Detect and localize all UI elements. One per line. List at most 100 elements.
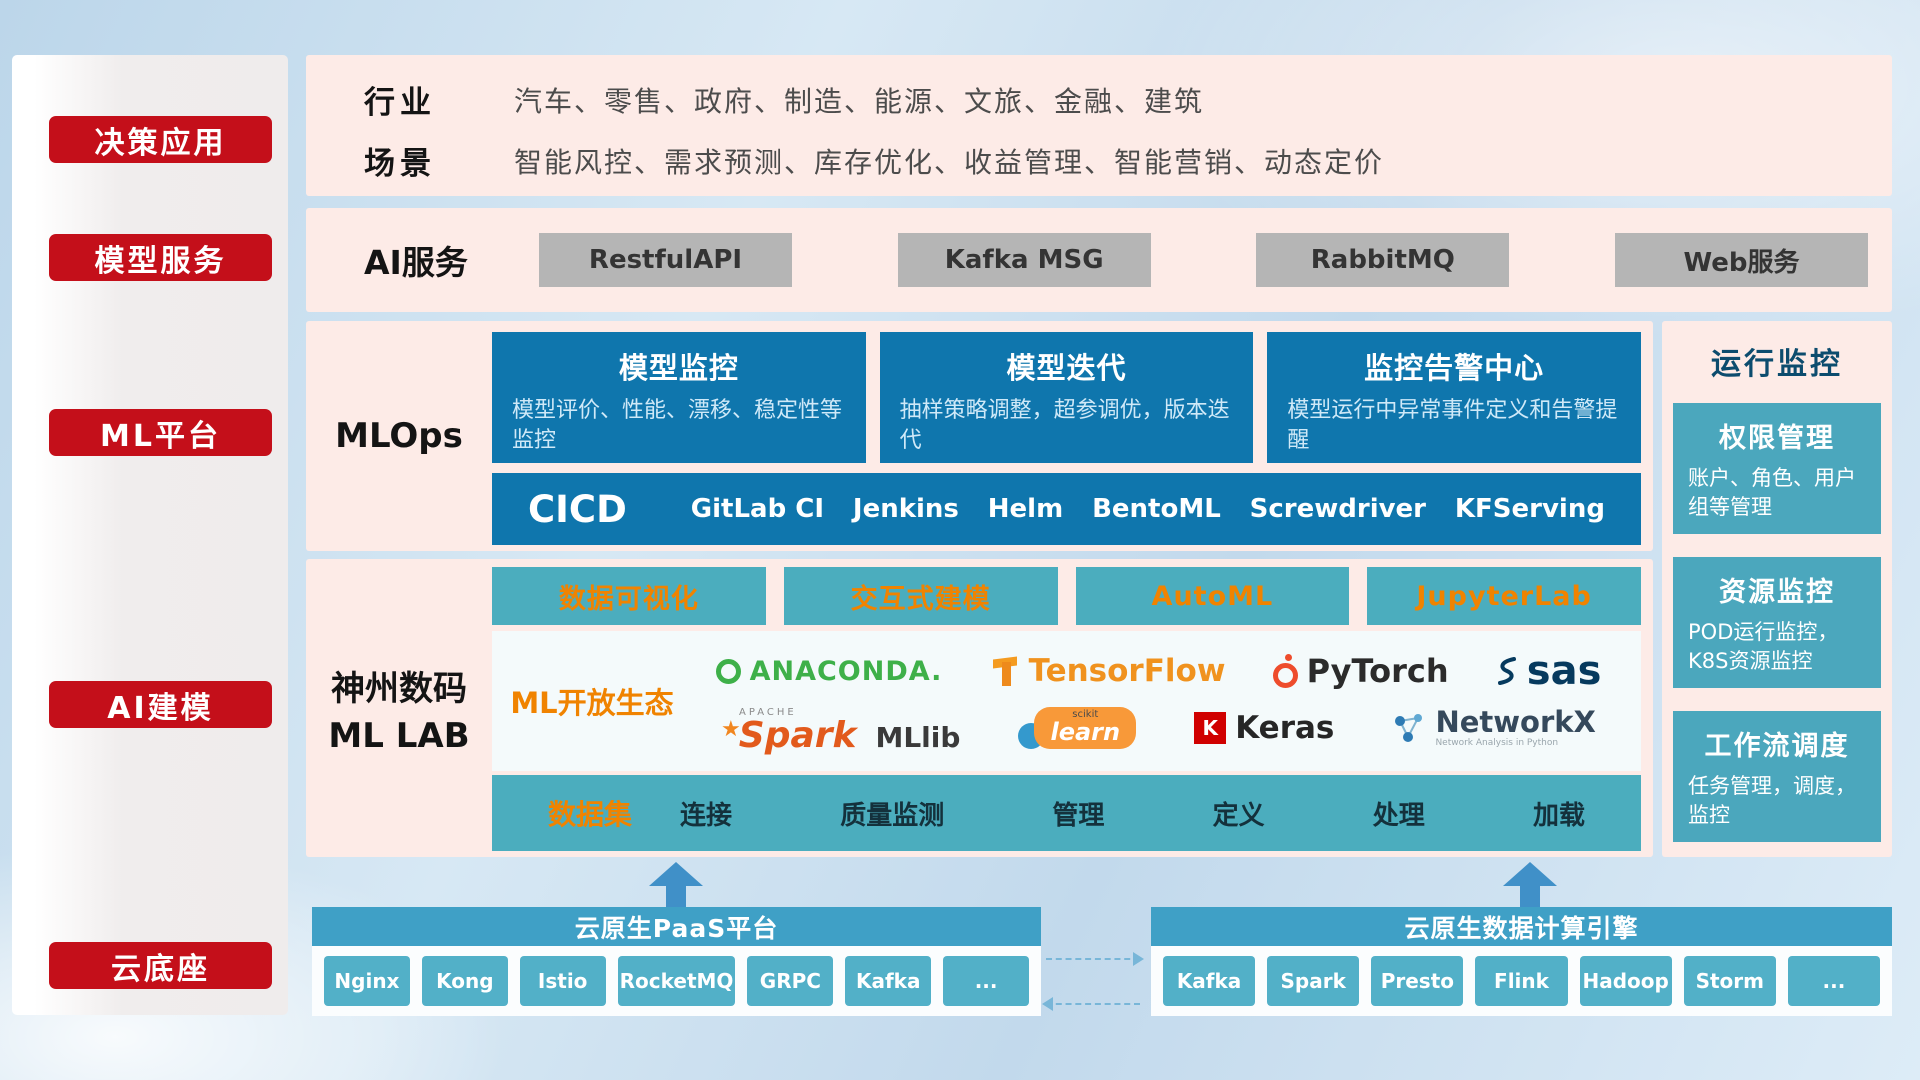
istio-chip[interactable]: Istio (519, 956, 606, 1006)
anaconda-logo: ANACONDA. (715, 655, 943, 687)
rabbitmq-button[interactable]: RabbitMQ (1256, 233, 1510, 287)
up-arrow-engine (1503, 862, 1557, 907)
sas-icon (1497, 657, 1516, 685)
sidebar-item-model-service[interactable]: 模型服务 (49, 234, 272, 281)
workflow-scheduling-card: 工作流调度 任务管理，调度，监控 (1673, 711, 1881, 842)
ml-ecosystem-label: ML开放生态 (510, 686, 674, 720)
scikit-learn-badge: scikit learn (1034, 707, 1137, 749)
cicd-item-helm: Helm (987, 494, 1064, 524)
keras-icon: K (1194, 712, 1227, 744)
resource-monitoring-title: 资源监控 (1719, 577, 1835, 608)
dataset-item-quality: 质量监测 (840, 800, 945, 831)
model-monitoring-desc: 模型评价、性能、漂移、稳定性等监控 (512, 398, 843, 453)
dataset-item-define: 定义 (1212, 800, 1265, 831)
jupyterlab-button[interactable]: JupyterLab (1367, 567, 1641, 625)
dashed-arrow-left (1042, 997, 1140, 1011)
sidebar-item-decision-app[interactable]: 决策应用 (49, 116, 272, 163)
industry-label: 行业 (364, 85, 436, 121)
permission-management-desc: 账户、角色、用户组等管理 (1688, 466, 1856, 520)
runtime-monitoring-title: 运行监控 (1711, 347, 1843, 382)
model-iteration-title: 模型迭代 (1006, 351, 1127, 385)
arrow-head (649, 862, 703, 886)
keras-wordmark: Keras (1235, 710, 1335, 746)
up-arrow-paas (649, 862, 703, 907)
mlops-panel: MLOps 模型监控 模型评价、性能、漂移、稳定性等监控 模型迭代 抽样策略调整… (306, 321, 1653, 551)
ecosystem-row-1: ANACONDA. TensorFlow PyTorch sa (692, 648, 1625, 694)
sidebar-item-ai-modeling[interactable]: AI建模 (49, 681, 272, 728)
paas-platform-items: Nginx Kong Istio RocketMQ GRPC Kafka ... (312, 946, 1041, 1016)
cicd-label: CICD (528, 487, 627, 531)
mllab-label-line1: 神州数码 (331, 668, 467, 709)
networkx-subtitle: Network Analysis in Python (1435, 738, 1559, 748)
pytorch-wordmark: PyTorch (1306, 652, 1449, 690)
monitoring-cards: 权限管理 账户、角色、用户组等管理 资源监控 POD运行监控，K8S资源监控 工… (1662, 403, 1892, 842)
alert-center-desc: 模型运行中异常事件定义和告警提醒 (1287, 398, 1618, 453)
permission-management-card: 权限管理 账户、角色、用户组等管理 (1673, 403, 1881, 534)
mlops-cards: 模型监控 模型评价、性能、漂移、稳定性等监控 模型迭代 抽样策略调整，超参调优，… (492, 332, 1642, 463)
mlops-label-text: MLOps (335, 416, 463, 456)
cicd-item-screwdriver: Screwdriver (1249, 494, 1427, 524)
dataset-item-manage: 管理 (1052, 800, 1105, 831)
arrow-head (1503, 862, 1557, 886)
flink-chip[interactable]: Flink (1475, 956, 1568, 1006)
dataset-item-process: 处理 (1372, 800, 1425, 831)
rocketmq-chip[interactable]: RocketMQ (617, 956, 736, 1006)
alert-center-card: 监控告警中心 模型运行中异常事件定义和告警提醒 (1267, 332, 1642, 463)
spark-star-icon: ★ (721, 717, 741, 742)
model-iteration-card: 模型迭代 抽样策略调整，超参调优，版本迭代 (879, 332, 1254, 463)
industry-row: 行业 汽车、零售、政府、制造、能源、文旅、金融、建筑 (364, 77, 1872, 122)
more-engine-chip[interactable]: ... (1787, 956, 1880, 1006)
cicd-bar: CICD GitLab CI Jenkins Helm BentoML Scre… (492, 473, 1641, 545)
presto-chip[interactable]: Presto (1371, 956, 1464, 1006)
grpc-chip[interactable]: GRPC (747, 956, 834, 1006)
anaconda-wordmark: ANACONDA. (749, 655, 943, 687)
pytorch-icon (1272, 653, 1298, 688)
data-engine-title: 云原生数据计算引擎 (1151, 907, 1892, 946)
web-service-button[interactable]: Web服务 (1614, 233, 1868, 287)
dataset-label: 数据集 (548, 798, 633, 831)
spark-wordmark: Spark (738, 715, 857, 756)
spark-mllib-logo: APACHE ★ Spark MLlib (721, 702, 960, 756)
kafka-engine-chip[interactable]: Kafka (1163, 956, 1256, 1006)
kafka-chip[interactable]: Kafka (845, 956, 932, 1006)
interactive-modeling-button[interactable]: 交互式建模 (783, 567, 1058, 625)
kong-chip[interactable]: Kong (421, 956, 508, 1006)
alert-center-title: 监控告警中心 (1364, 351, 1545, 385)
ml-ecosystem-logos: ANACONDA. TensorFlow PyTorch sa (692, 648, 1641, 754)
keras-logo: K Keras (1194, 710, 1334, 746)
sas-wordmark: sas (1526, 648, 1602, 694)
permission-management-title: 权限管理 (1719, 423, 1835, 454)
pytorch-logo: PyTorch (1272, 652, 1449, 690)
spark-apache-text: APACHE (739, 707, 797, 718)
automl-button[interactable]: AutoML (1075, 567, 1350, 625)
ai-service-label: AI服务 (364, 243, 468, 282)
dataset-item-load: 加载 (1532, 800, 1585, 831)
sidebar-item-cloud-base[interactable]: 云底座 (49, 942, 272, 989)
model-monitoring-card: 模型监控 模型评价、性能、漂移、稳定性等监控 (492, 332, 866, 463)
arrow-stem (666, 886, 686, 907)
runtime-monitoring-panel: 运行监控 权限管理 账户、角色、用户组等管理 资源监控 POD运行监控，K8S资… (1662, 321, 1892, 857)
nginx-chip[interactable]: Nginx (324, 956, 410, 1006)
kafka-msg-button[interactable]: Kafka MSG (897, 233, 1151, 287)
dashed-arrow-right (1046, 952, 1144, 966)
more-chip[interactable]: ... (943, 956, 1030, 1006)
storm-chip[interactable]: Storm (1683, 956, 1776, 1006)
hadoop-chip[interactable]: Hadoop (1579, 956, 1672, 1006)
restfulapi-button[interactable]: RestfulAPI (539, 233, 792, 287)
resource-monitoring-desc: POD运行监控，K8S资源监控 (1688, 620, 1839, 674)
networkx-logo: NetworkX Network Analysis in Python (1392, 706, 1596, 749)
ecosystem-row-2: APACHE ★ Spark MLlib scikit learn (692, 702, 1625, 754)
data-visualization-button[interactable]: 数据可视化 (492, 567, 766, 625)
spark-chip[interactable]: Spark (1267, 956, 1360, 1006)
learn-text: learn (1050, 718, 1121, 746)
workflow-scheduling-desc: 任务管理，调度，监控 (1688, 774, 1856, 828)
sidebar-item-ml-platform[interactable]: ML平台 (49, 409, 272, 456)
mllab-label: 神州数码 ML LAB (306, 559, 492, 857)
dataset-items: 连接 质量监测 管理 定义 处理 加载 (680, 795, 1585, 832)
dataset-item-connect: 连接 (680, 800, 733, 831)
sas-logo: sas (1496, 648, 1602, 694)
industry-scenario-panel: 行业 汽车、零售、政府、制造、能源、文旅、金融、建筑 场景 智能风控、需求预测、… (306, 55, 1892, 196)
model-iteration-desc: 抽样策略调整，超参调优，版本迭代 (899, 398, 1230, 453)
tensorflow-icon (990, 655, 1020, 688)
